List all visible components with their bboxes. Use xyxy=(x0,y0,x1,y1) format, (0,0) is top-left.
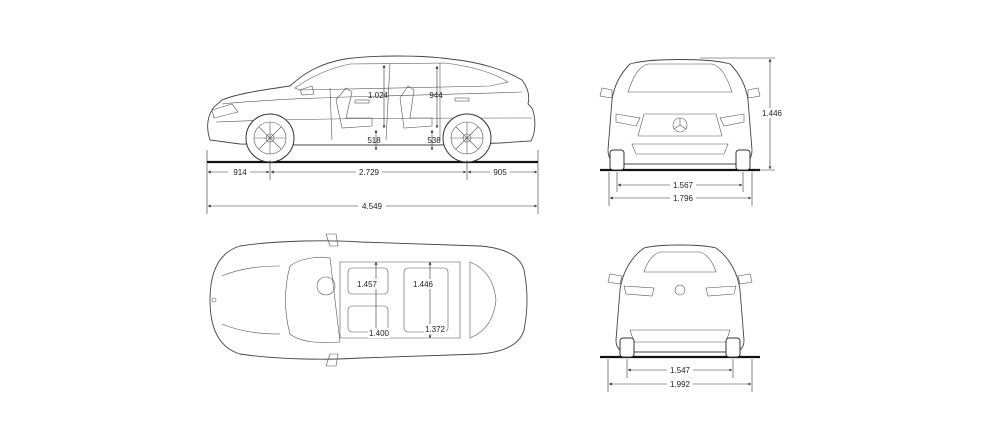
front-elbow-width-label: 1.400 xyxy=(369,329,390,338)
rear-body-outline xyxy=(615,244,745,353)
rear-seat-height-label: 538 xyxy=(427,136,441,145)
front-overhang-label: 914 xyxy=(233,168,247,177)
side-view: 914 2.729 905 4.549 1.024 944 518 538 xyxy=(206,55,539,214)
front-track-label: 1.567 xyxy=(673,181,694,190)
rear-overhang-label: 905 xyxy=(493,168,507,177)
front-headroom-label: 1.024 xyxy=(368,91,389,100)
front-view: 1.567 1.796 1.446 xyxy=(599,57,783,206)
front-grille xyxy=(637,113,723,137)
rear-elbow-width-label: 1.372 xyxy=(425,325,446,334)
rear-shoulder-width-label: 1.446 xyxy=(413,280,434,289)
overall-width-label: 1.796 xyxy=(673,194,694,203)
top-body-outline xyxy=(209,240,528,360)
front-body-outline xyxy=(607,59,753,165)
rear-track-label: 1.547 xyxy=(670,366,691,375)
width-with-mirrors-label: 1.992 xyxy=(670,380,691,389)
front-shoulder-width-label: 1.457 xyxy=(357,280,378,289)
overall-length-label: 4.549 xyxy=(362,202,383,211)
front-seat-height-label: 518 xyxy=(367,136,381,145)
rear-headroom-label: 944 xyxy=(429,91,443,100)
rear-view: 1.547 1.992 xyxy=(600,244,760,392)
top-view: 1.457 1.446 1.400 1.372 xyxy=(209,233,528,367)
side-body-outline xyxy=(207,55,536,146)
rear-star-emblem xyxy=(674,284,686,296)
side-window-line xyxy=(294,62,509,91)
wheelbase-label: 2.729 xyxy=(359,168,380,177)
steering-wheel xyxy=(316,276,336,296)
overall-height-label: 1.446 xyxy=(762,109,783,118)
